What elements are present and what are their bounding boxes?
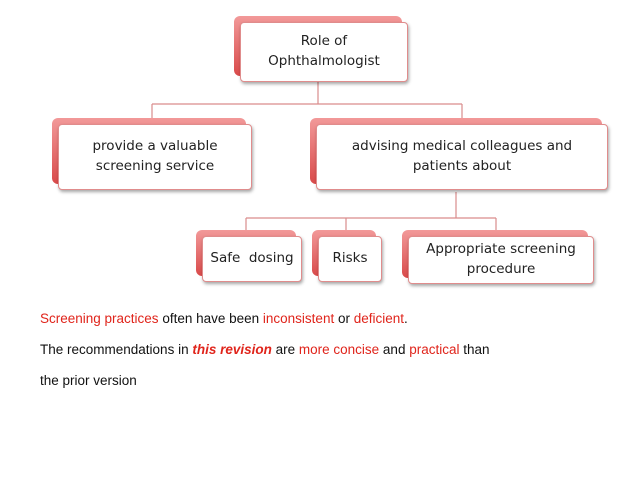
highlight-practical: practical [409,342,460,357]
node-box: provide a valuable screening service [58,124,252,190]
node-advising-colleagues: advising medical colleagues and patients… [310,118,608,190]
text-span: The recommendations in [40,342,193,357]
paragraph-line-2: The recommendations in this revision are… [40,342,490,357]
highlight-inconsistent: inconsistent [262,311,335,326]
node-box: advising medical colleagues and patients… [316,124,608,190]
node-label-line2: screening service [95,158,215,174]
node-label: Safe dosing [210,250,294,267]
paragraph-line-1: Screening practices often have been inco… [40,311,408,326]
text-span: and [379,342,410,357]
node-role-of-ophthalmologist: Role of Ophthalmologist [234,16,408,82]
node-box: Safe dosing [202,236,302,282]
text-span: than [459,342,490,357]
node-risks: Risks [312,230,382,282]
node-box: Role of Ophthalmologist [240,22,408,82]
node-box: Risks [318,236,382,282]
text-span: or [334,311,354,326]
node-safe-dosing: Safe dosing [196,230,302,282]
node-appropriate-screening-procedure: Appropriate screening procedure [402,230,594,284]
node-box: Appropriate screening procedure [408,236,594,284]
paragraph-line-3: the prior version [40,373,137,388]
node-provide-screening-service: provide a valuable screening service [52,118,252,190]
text-span: are [271,342,299,357]
highlight-this-revision: this revision [192,342,272,357]
text-span: . [404,311,408,326]
node-label-line2: patients about [412,158,512,174]
node-label-line1: advising medical colleagues and [351,138,573,155]
text-span: often have been [158,311,263,326]
node-label-line1: Role of [300,33,348,50]
node-label-line1: Appropriate screening [426,241,576,258]
node-label-line2: Ophthalmologist [268,53,380,69]
node-label-line2: procedure [466,261,536,277]
highlight-screening-practices: Screening practices [40,311,159,326]
highlight-deficient: deficient [353,311,405,326]
highlight-more-concise: more concise [298,342,380,357]
node-label-line1: provide a valuable [92,138,218,155]
node-label: Risks [332,250,368,267]
